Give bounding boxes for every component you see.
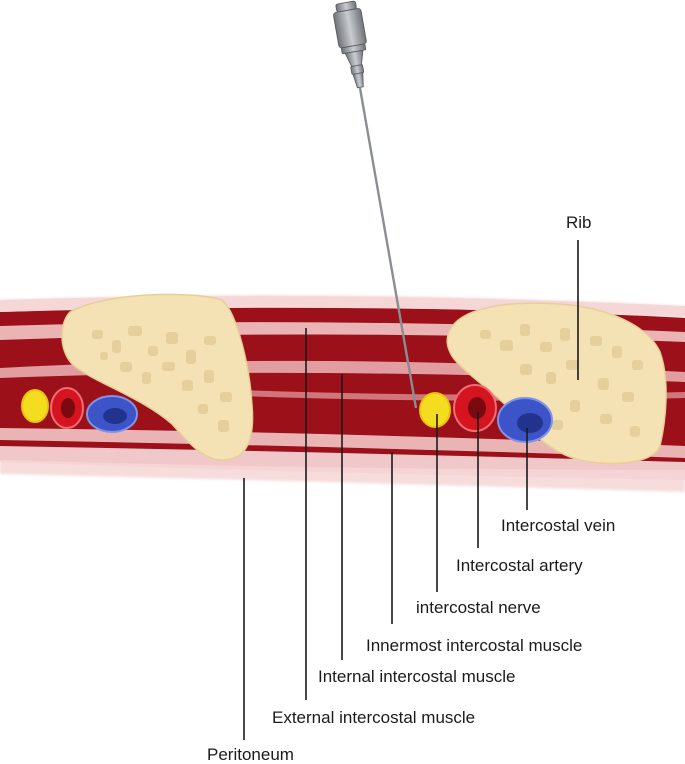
nerve-left xyxy=(21,389,49,423)
rib-right xyxy=(446,302,667,465)
vein-right-lumen xyxy=(517,413,543,433)
label-rib: Rib xyxy=(566,213,592,232)
needle xyxy=(333,0,418,409)
rib-left-texture xyxy=(92,326,232,432)
neurovascular-bundle-right xyxy=(419,384,553,443)
label-external-intercostal-muscle: External intercostal muscle xyxy=(272,708,475,727)
label-innermost-intercostal-muscle: Innermost intercostal muscle xyxy=(366,636,582,655)
label-intercostal-vein: Intercostal vein xyxy=(501,516,615,535)
needle-hub xyxy=(333,0,367,89)
needle-shaft xyxy=(358,87,418,409)
label-intercostal-artery: Intercostal artery xyxy=(456,556,583,575)
leader-lines xyxy=(243,240,579,740)
label-internal-intercostal-muscle: Internal intercostal muscle xyxy=(318,667,515,686)
artery-left-lumen xyxy=(61,398,75,418)
neurovascular-bundle-left xyxy=(21,387,138,433)
nerve-right xyxy=(419,392,451,428)
rib-left xyxy=(61,293,254,461)
artery-right-lumen xyxy=(468,397,486,419)
vein-left-lumen xyxy=(103,408,127,424)
rib-right-texture xyxy=(480,324,643,437)
label-intercostal-nerve: intercostal nerve xyxy=(416,598,541,617)
labels: Rib Intercostal vein Intercostal artery … xyxy=(207,213,615,764)
rib-left-bone xyxy=(61,293,254,461)
label-peritoneum: Peritoneum xyxy=(207,745,294,764)
